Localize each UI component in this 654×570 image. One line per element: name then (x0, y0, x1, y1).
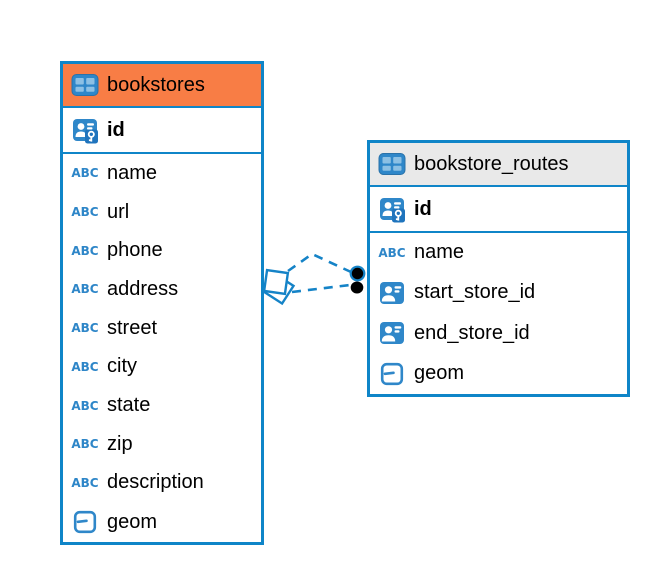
field-row-id[interactable]: id (370, 187, 627, 233)
field-row-phone[interactable]: ABC phone (63, 231, 261, 270)
field-row-id[interactable]: id (63, 108, 261, 154)
field-row-city[interactable]: ABC city (63, 348, 261, 387)
field-name: zip (107, 432, 133, 455)
person-key-icon (378, 196, 406, 223)
field-row-start-store-id[interactable]: start_store_id (370, 273, 627, 314)
field-row-name[interactable]: ABC name (370, 233, 627, 273)
text-type-icon: ABC (71, 359, 99, 374)
relationship-line[interactable] (287, 252, 352, 274)
field-name: name (107, 161, 158, 184)
field-name: street (107, 316, 158, 339)
table-bookstore-routes[interactable]: bookstore_routes id ABC (367, 140, 630, 397)
field-list: ABC name ABC url ABC phone ABC address A… (63, 154, 261, 542)
table-header-bookstores[interactable]: bookstores (63, 64, 261, 108)
table-icon (378, 152, 406, 176)
field-name: address (107, 277, 179, 300)
field-name: city (107, 355, 137, 378)
field-name: name (414, 241, 465, 264)
text-type-icon: ABC (71, 398, 99, 413)
field-name: phone (107, 239, 163, 262)
table-name: bookstore_routes (414, 152, 569, 175)
field-row-street[interactable]: ABC street (63, 309, 261, 348)
text-type-icon: ABC (378, 245, 406, 260)
text-type-icon: ABC (71, 475, 99, 490)
field-row-geom[interactable]: geom (63, 502, 261, 542)
field-row-description[interactable]: ABC description (63, 464, 261, 503)
field-name: id (414, 197, 432, 220)
field-list: ABC name start_store_id (370, 233, 627, 394)
geometry-type-icon (71, 510, 99, 534)
text-type-icon: ABC (71, 282, 99, 297)
field-name: start_store_id (414, 281, 536, 304)
field-row-end-store-id[interactable]: end_store_id (370, 313, 627, 354)
field-name: geom (107, 510, 158, 533)
person-key-icon (71, 117, 99, 144)
text-type-icon: ABC (71, 205, 99, 220)
many-end-diamond-icon[interactable] (262, 268, 296, 306)
field-row-zip[interactable]: ABC zip (63, 425, 261, 464)
one-end-dot-icon[interactable] (349, 265, 366, 294)
field-name: description (107, 471, 204, 494)
field-name: url (107, 200, 130, 223)
field-row-url[interactable]: ABC url (63, 193, 261, 232)
relationship-line[interactable] (291, 283, 351, 294)
field-row-state[interactable]: ABC state (63, 386, 261, 425)
field-name: geom (414, 362, 465, 385)
text-type-icon: ABC (71, 166, 99, 181)
text-type-icon: ABC (71, 321, 99, 336)
field-row-geom[interactable]: geom (370, 354, 627, 395)
person-icon (378, 281, 406, 305)
field-row-name[interactable]: ABC name (63, 154, 261, 193)
text-type-icon: ABC (71, 437, 99, 452)
person-icon (378, 321, 406, 345)
field-name: end_store_id (414, 321, 530, 344)
field-name: state (107, 394, 151, 417)
geometry-type-icon (378, 362, 406, 386)
table-header-bookstore-routes[interactable]: bookstore_routes (370, 143, 627, 187)
table-name: bookstores (107, 73, 205, 96)
field-row-address[interactable]: ABC address (63, 270, 261, 309)
field-name: id (107, 118, 125, 141)
table-icon (71, 73, 99, 97)
table-bookstores[interactable]: bookstores id ABC (60, 61, 264, 545)
text-type-icon: ABC (71, 243, 99, 258)
